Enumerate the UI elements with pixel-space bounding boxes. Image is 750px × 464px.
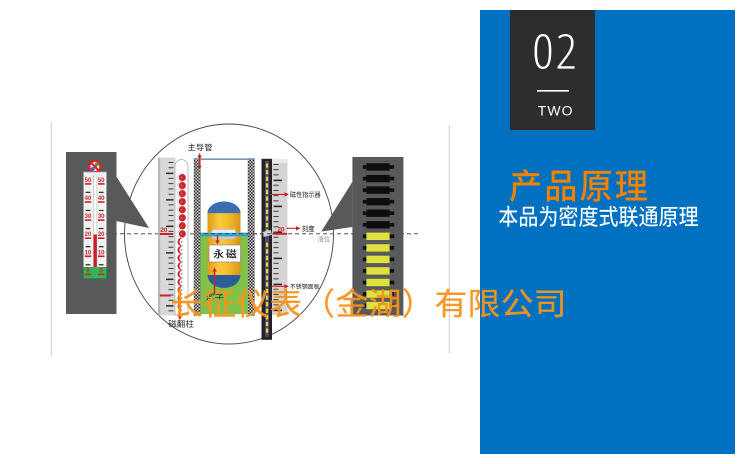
svg-text:20: 20 <box>98 232 105 238</box>
svg-text:30: 30 <box>98 214 105 220</box>
svg-text:TWO: TWO <box>538 103 574 119</box>
svg-text:10: 10 <box>98 250 105 256</box>
svg-text:0: 0 <box>86 268 90 274</box>
svg-text:20: 20 <box>277 226 285 233</box>
svg-text:20: 20 <box>160 227 168 234</box>
svg-text:0: 0 <box>100 268 104 274</box>
svg-text:10: 10 <box>85 250 92 256</box>
svg-text:40: 40 <box>98 196 105 202</box>
svg-text:30: 30 <box>85 214 92 220</box>
svg-text:50: 50 <box>85 178 92 184</box>
svg-text:20: 20 <box>85 232 92 238</box>
svg-text:50: 50 <box>98 178 105 184</box>
svg-text:40: 40 <box>85 196 92 202</box>
